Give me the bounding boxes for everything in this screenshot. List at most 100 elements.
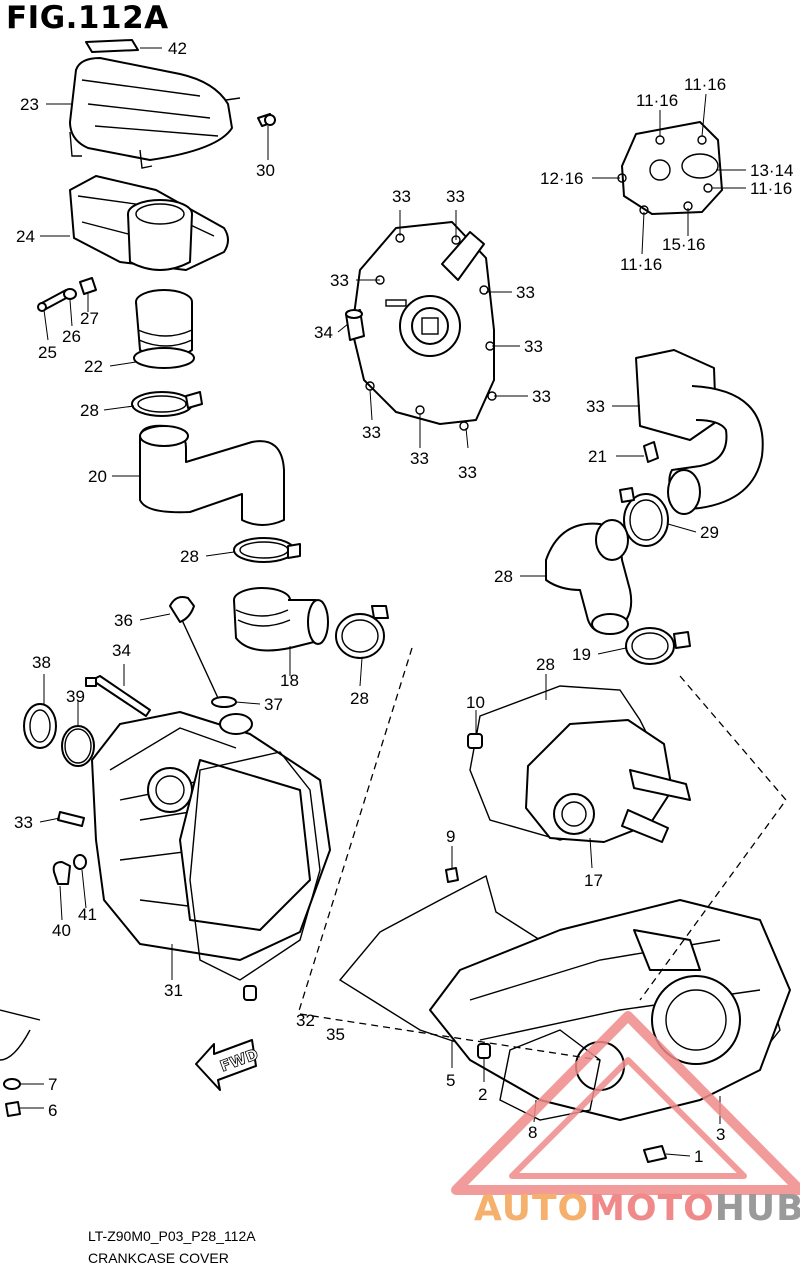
part-17-dowel xyxy=(467,733,483,749)
callout-label: 23 xyxy=(20,95,39,114)
watermark-text: AUTOMOTOHUB xyxy=(474,1188,800,1229)
part-34-plug xyxy=(345,309,365,341)
part-8-dowel xyxy=(477,1043,491,1059)
callout-label: 26 xyxy=(62,327,81,346)
callout-label: 31 xyxy=(164,981,183,1000)
part-4-bolt xyxy=(643,1145,667,1163)
callout-label: 33 xyxy=(362,423,381,442)
footer-code: LT-Z90M0_P03_P28_112A xyxy=(88,1228,256,1244)
parts-40-41-plug-washer xyxy=(52,854,87,885)
part-21-duct xyxy=(635,349,764,515)
parts-6-7-drain xyxy=(0,1009,41,1117)
callout-label: 17 xyxy=(584,871,603,890)
callout-label: 41 xyxy=(78,905,97,924)
watermark-part-hub: HUB xyxy=(714,1188,800,1229)
callout-label: 11·16 xyxy=(620,255,662,274)
part-36-dipstick xyxy=(169,596,219,699)
part-20-duct-hose xyxy=(139,424,285,526)
dashed-leaders xyxy=(297,647,787,1061)
part-31-crankcase-cover xyxy=(91,711,331,961)
watermark-part-auto: AUTO xyxy=(474,1188,590,1229)
callout-label: 33 xyxy=(532,387,551,406)
part-3-gasket-small xyxy=(499,1029,601,1121)
callout-label: 11·16 xyxy=(684,75,726,94)
callout-label: 36 xyxy=(114,611,133,630)
callout-label: 32 xyxy=(296,1011,315,1030)
footer-caption: CRANKCASE COVER xyxy=(88,1250,229,1266)
part-9-clutch-housing xyxy=(525,719,691,843)
callout-label: 1 xyxy=(694,1147,703,1166)
part-19-hose xyxy=(545,519,633,635)
callout-label: 40 xyxy=(52,921,71,940)
callout-label: 30 xyxy=(256,161,275,180)
callout-label: 29 xyxy=(700,523,719,542)
callout-label: 38 xyxy=(32,653,51,672)
callout-label: 42 xyxy=(168,39,187,58)
callout-label: 10 xyxy=(466,693,485,712)
part-24-air-cleaner-case xyxy=(69,175,229,271)
callout-label: 21 xyxy=(588,447,607,466)
parts-11-16-small-cover xyxy=(617,121,723,215)
part-33-bolt-left xyxy=(57,811,85,827)
part-28-clamp-top xyxy=(131,391,203,417)
callout-label: 33 xyxy=(446,187,465,206)
part-22-boot xyxy=(133,289,195,369)
part-42-cap xyxy=(85,39,139,53)
callout-label: 25 xyxy=(38,343,57,362)
callout-label: 15·16 xyxy=(662,235,705,254)
parts-25-26-27-fasteners xyxy=(37,277,97,312)
part-28-clamp-upper-right xyxy=(619,487,669,547)
callout-label: 22 xyxy=(84,357,103,376)
callout-label: 28 xyxy=(536,655,555,674)
callout-label: 33 xyxy=(410,449,429,468)
part-28-clamp-mid xyxy=(233,537,301,563)
callout-label: 3 xyxy=(716,1125,725,1144)
callout-label: 11·16 xyxy=(636,91,678,110)
leader-lines xyxy=(20,47,746,1157)
part-37-o-ring xyxy=(211,696,237,708)
callout-label: 33 xyxy=(516,283,535,302)
part-30-screw xyxy=(257,113,276,127)
callout-label: 28 xyxy=(350,689,369,708)
callout-label: 34 xyxy=(314,323,333,342)
callout-label: 33 xyxy=(392,187,411,206)
part-5-screw xyxy=(445,867,459,883)
callout-label: 28 xyxy=(494,567,513,586)
callout-label: 34 xyxy=(112,641,131,660)
part-32-gasket xyxy=(189,751,321,981)
part-18-elbow xyxy=(233,587,329,652)
callout-label: 6 xyxy=(48,1101,57,1120)
callout-label: 12·16 xyxy=(540,169,583,188)
callout-label: 28 xyxy=(80,401,99,420)
callout-label: 5 xyxy=(446,1071,455,1090)
parts-38-39-seals xyxy=(23,703,95,767)
callout-label: 2 xyxy=(478,1085,487,1104)
fwd-arrow: FWD xyxy=(195,1039,261,1091)
callout-label: 8 xyxy=(528,1123,537,1142)
callout-label: 13·14 xyxy=(750,161,793,180)
callout-label: 39 xyxy=(66,687,85,706)
part-29-pin xyxy=(643,441,659,463)
callout-label: 11·16 xyxy=(750,179,792,198)
callout-label: 7 xyxy=(48,1075,57,1094)
callout-label: 33 xyxy=(586,397,605,416)
figure-title: FIG.112A xyxy=(6,0,169,36)
part-34-bolt xyxy=(85,675,151,717)
part-28-clamp-lower-right xyxy=(625,627,691,665)
part-33-generator-cover xyxy=(351,221,497,431)
callout-labels: 42 23 30 24 25 26 27 22 28 20 28 36 34 3… xyxy=(14,39,793,1166)
callout-label: 20 xyxy=(88,467,107,486)
callout-label: 27 xyxy=(80,309,99,328)
callout-label: 18 xyxy=(280,671,299,690)
callout-label: 35 xyxy=(326,1025,345,1044)
part-1-clutch-cover xyxy=(429,899,791,1121)
callout-label: 28 xyxy=(180,547,199,566)
callout-label: 33 xyxy=(458,463,477,482)
callout-label: 33 xyxy=(14,813,33,832)
part-23-air-cleaner-cover xyxy=(69,57,241,169)
callout-label: 24 xyxy=(16,227,35,246)
watermark-logo xyxy=(451,1011,800,1195)
callout-label: 9 xyxy=(446,827,455,846)
callout-label: 33 xyxy=(330,271,349,290)
